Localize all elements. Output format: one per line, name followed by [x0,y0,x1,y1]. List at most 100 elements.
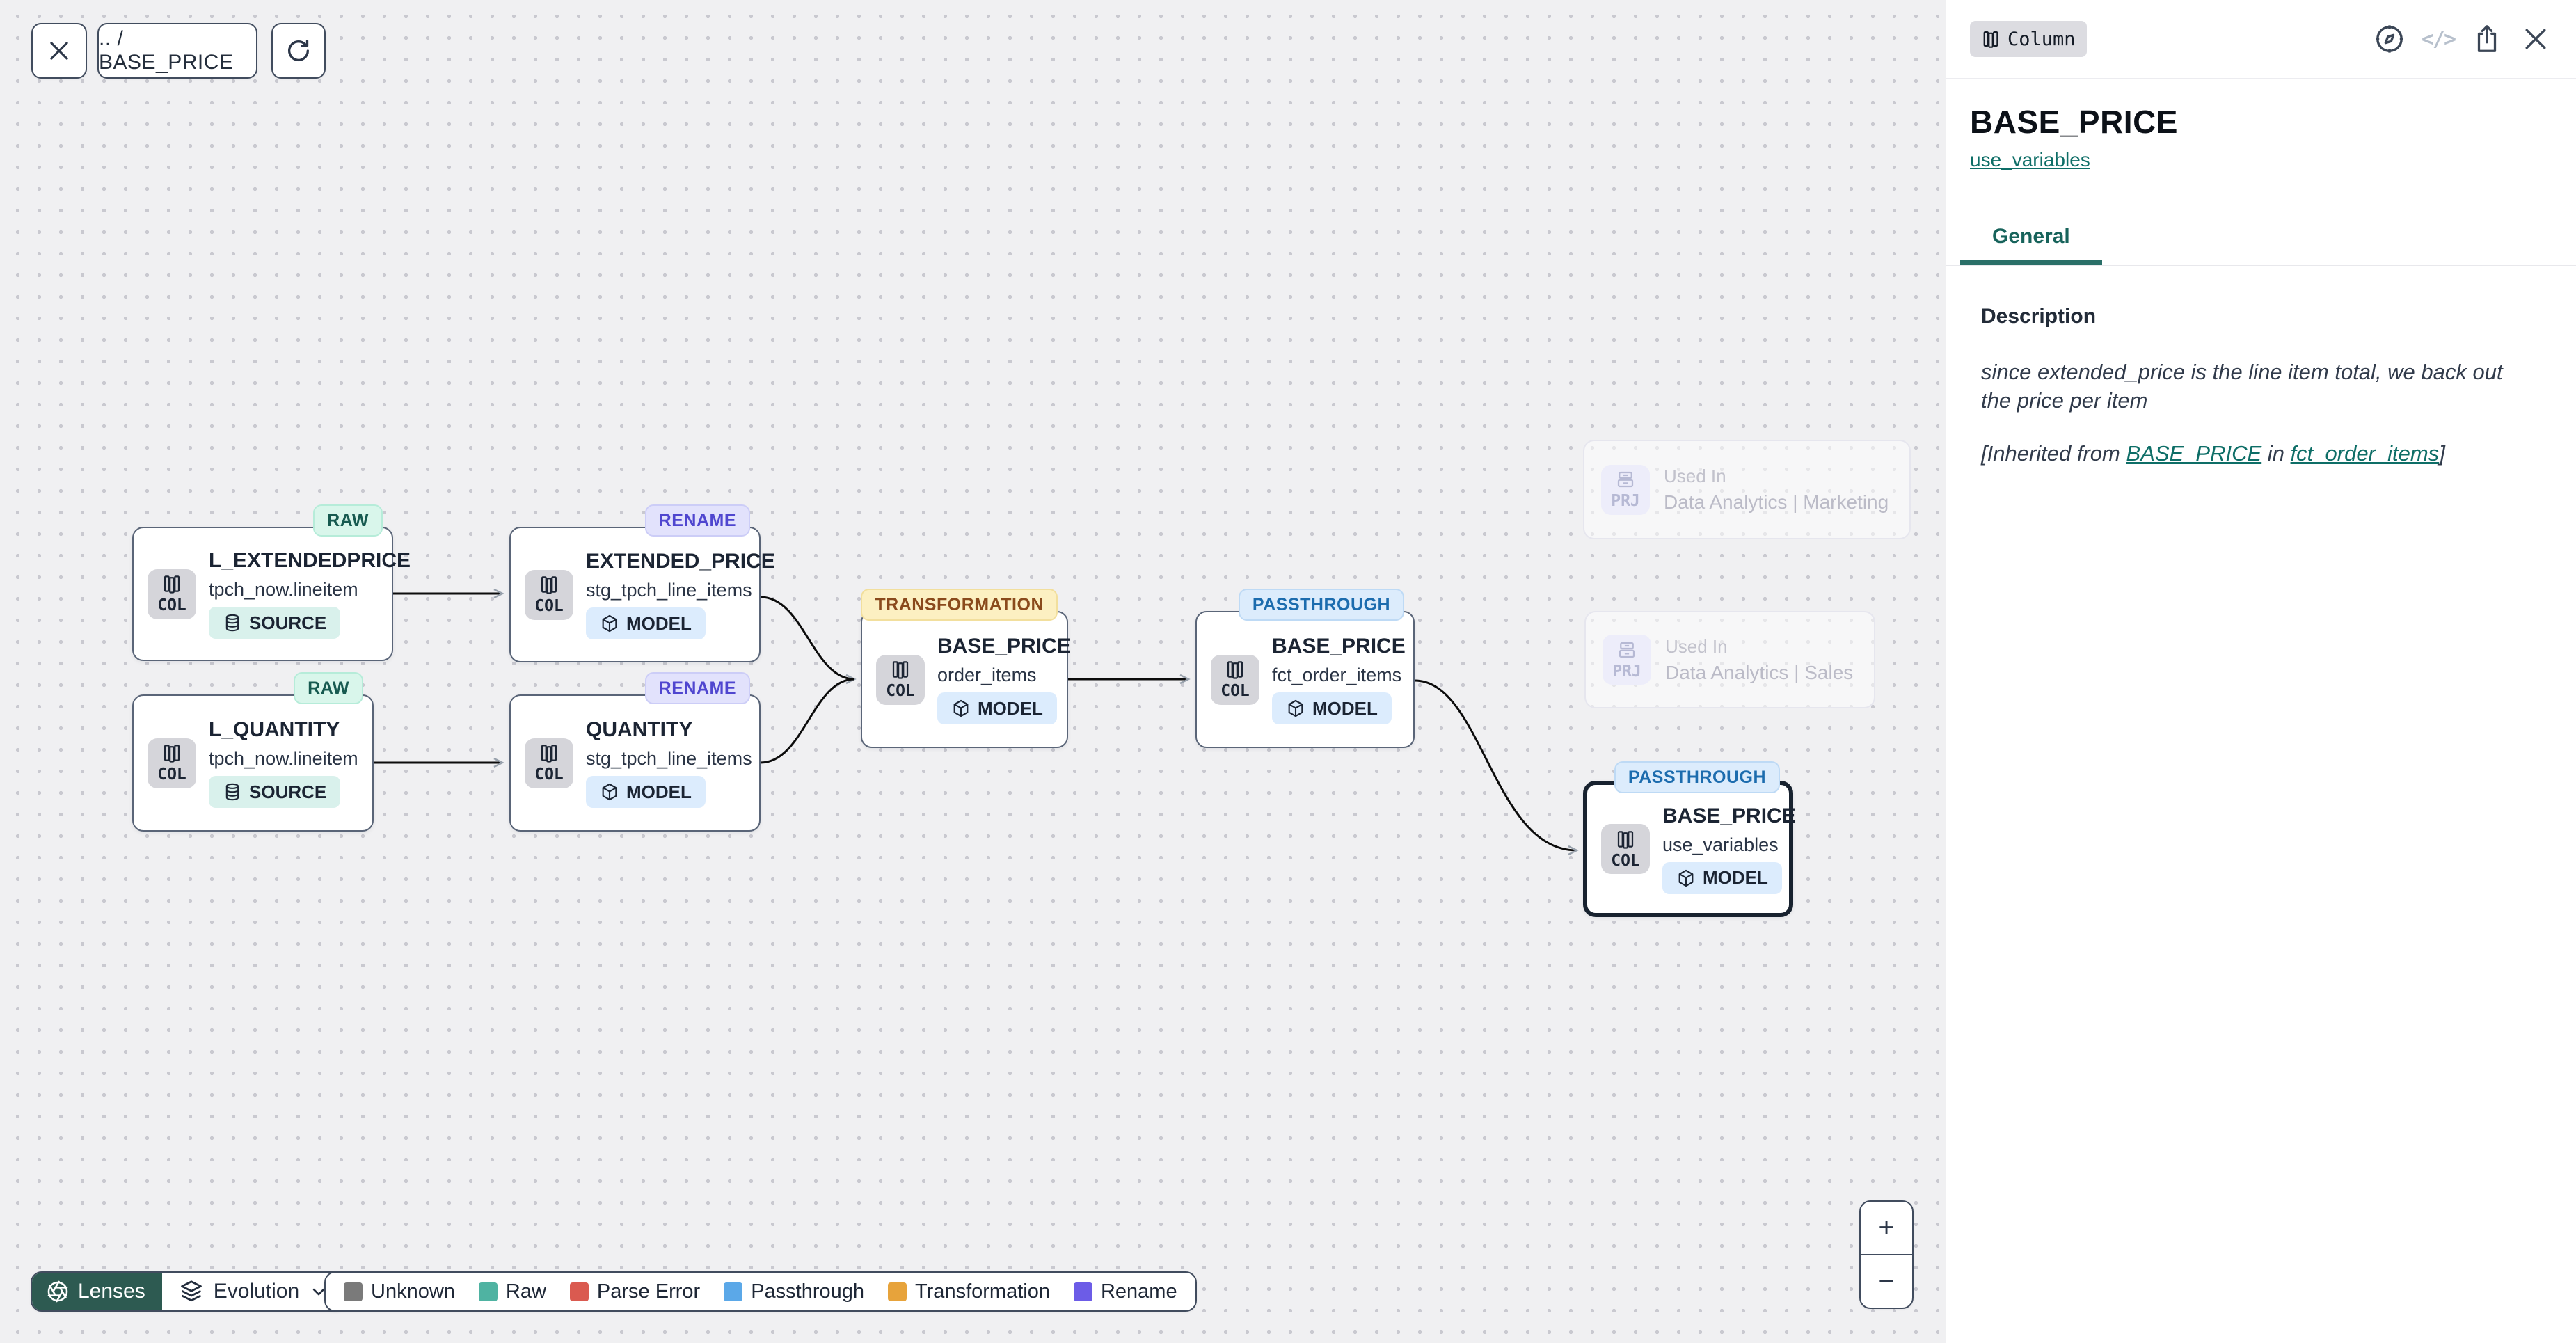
details-panel-header: Column </> [1946,0,2576,79]
lenses-button[interactable]: Lenses [32,1273,162,1310]
lineage-node-l-quantity[interactable]: RAW COL L_QUANTITY tpch_now.lineitem SOU… [132,672,374,832]
chip-label: COL [534,597,564,615]
lens-legend: Unknown Raw Parse Error Passthrough Tran… [324,1271,1197,1312]
column-type-chip: COL [525,569,573,620]
lenses-label: Lenses [78,1280,145,1303]
node-title: EXTENDED_PRICE [586,550,775,573]
lineage-node-quantity[interactable]: RENAME COL QUANTITY stg_tpch_line_items … [509,672,761,832]
columns-icon [1983,31,1998,48]
status-badge: TRANSFORMATION [861,589,1058,621]
column-type-chip: COL [525,738,573,788]
share-icon [2477,25,2497,52]
zoom-in-button[interactable]: + [1878,1212,1895,1243]
kind-label: SOURCE [249,612,327,633]
status-badge: RAW [313,504,383,537]
page-title: BASE_PRICE [1970,104,2178,140]
legend-label: Raw [505,1280,546,1303]
inherited-from-note: [Inherited from BASE_PRICE in fct_order_… [1981,441,2538,466]
inherited-prefix: [Inherited from [1981,441,2126,466]
lineage-node-l-extendedprice[interactable]: RAW COL L_EXTENDEDPRICE tpch_now.lineite… [132,504,411,661]
inherited-model-link[interactable]: fct_order_items [2290,441,2440,466]
node-title: BASE_PRICE [1272,635,1406,658]
refresh-icon [288,40,309,62]
legend-label: Transformation [915,1280,1050,1303]
close-icon [2525,29,2546,49]
panel-actions: </> [2373,22,2552,56]
used-in-card-sales[interactable]: PRJ Used In Data Analytics | Sales [1584,611,1876,708]
lineage-node-base-price-order-items[interactable]: TRANSFORMATION COL BASE_PRICE order_item… [861,589,1071,748]
code-icon: </> [2421,26,2456,51]
node-subtitle: stg_tpch_line_items [586,580,752,601]
refresh-button[interactable] [271,23,326,79]
used-in-card-marketing[interactable]: PRJ Used In Data Analytics | Marketing [1583,440,1911,539]
close-panel-button[interactable] [2519,22,2552,56]
lineage-node-extended-price[interactable]: RENAME COL EXTENDED_PRICE stg_tpch_line_… [509,504,775,662]
kind-label: MODEL [1312,697,1378,719]
node-subtitle: order_items [937,665,1037,685]
legend-item-rename: Rename [1073,1280,1177,1303]
close-lineage-button[interactable] [31,23,87,79]
node-subtitle: stg_tpch_line_items [586,748,752,769]
legend-label: Passthrough [751,1280,865,1303]
explore-compass-button[interactable] [2373,22,2406,56]
layers-icon [180,1280,202,1302]
legend-item-unknown: Unknown [344,1280,455,1303]
chip-label: COL [157,596,186,614]
tab-general[interactable]: General [1960,225,2102,265]
legend-label: Parse Error [596,1280,701,1303]
node-subtitle: use_variables [1662,834,1779,855]
chip-label: COL [534,765,564,784]
description-label: Description [1981,305,2097,328]
columns-icon [164,745,180,763]
code-view-button[interactable]: </> [2421,22,2456,56]
zoom-controls: + − [1859,1200,1914,1309]
entity-type-label: Column [2007,28,2076,50]
inherited-column-link[interactable]: BASE_PRICE [2126,441,2262,466]
column-type-chip: COL [1211,654,1259,705]
status-badge: RAW [294,672,363,704]
node-subtitle: tpch_now.lineitem [209,579,358,600]
chip-label: PRJ [1612,662,1641,681]
project-name: Data Analytics | Sales [1665,661,1854,683]
node-title: L_QUANTITY [209,718,340,741]
column-type-chip: COL [876,654,925,705]
legend-item-passthrough: Passthrough [724,1280,864,1303]
database-icon [225,614,239,632]
legend-label: Rename [1100,1280,1177,1303]
legend-swatch [478,1282,498,1301]
lineage-node-base-price-fct-order-items[interactable]: PASSTHROUGH COL BASE_PRICE fct_order_ite… [1195,589,1415,748]
column-type-chip: COL [148,569,196,619]
node-kind-badge: MODEL [586,776,706,808]
node-kind-badge: MODEL [586,607,706,639]
kind-label: MODEL [626,612,692,634]
legend-swatch [344,1282,363,1301]
lens-control-group: Lenses Evolution [31,1271,347,1312]
kind-label: MODEL [626,781,692,802]
breadcrumb[interactable]: .. / BASE_PRICE [97,23,257,79]
aperture-icon [47,1280,68,1303]
node-kind-badge: MODEL [1662,861,1782,894]
chip-label: COL [157,765,186,784]
database-icon [225,783,239,801]
lineage-node-base-price-use-variables[interactable]: PASSTHROUGH COL BASE_PRICE use_variables… [1583,761,1796,917]
kind-label: MODEL [1703,867,1768,888]
node-title: BASE_PRICE [937,635,1071,658]
project-type-chip: PRJ [1603,635,1651,685]
chevron-down-icon [312,1288,325,1296]
legend-swatch [569,1282,589,1301]
columns-icon [1617,830,1634,849]
panel-tabs: General [1946,224,2576,266]
chip-label: PRJ [1611,492,1640,510]
project-name: Data Analytics | Marketing [1664,491,1889,513]
entity-type-badge: Column [1970,21,2087,57]
legend-swatch [888,1282,907,1301]
used-in-label: Used In [1665,635,1728,657]
model-link[interactable]: use_variables [1970,149,2090,170]
chip-label: COL [1221,682,1250,700]
chip-label: COL [1611,851,1640,870]
lens-selector[interactable]: Evolution [161,1273,346,1310]
status-badge: PASSTHROUGH [1614,761,1780,793]
inherited-suffix: ] [2439,441,2445,466]
share-button[interactable] [2470,22,2504,56]
zoom-out-button[interactable]: − [1861,1254,1912,1308]
